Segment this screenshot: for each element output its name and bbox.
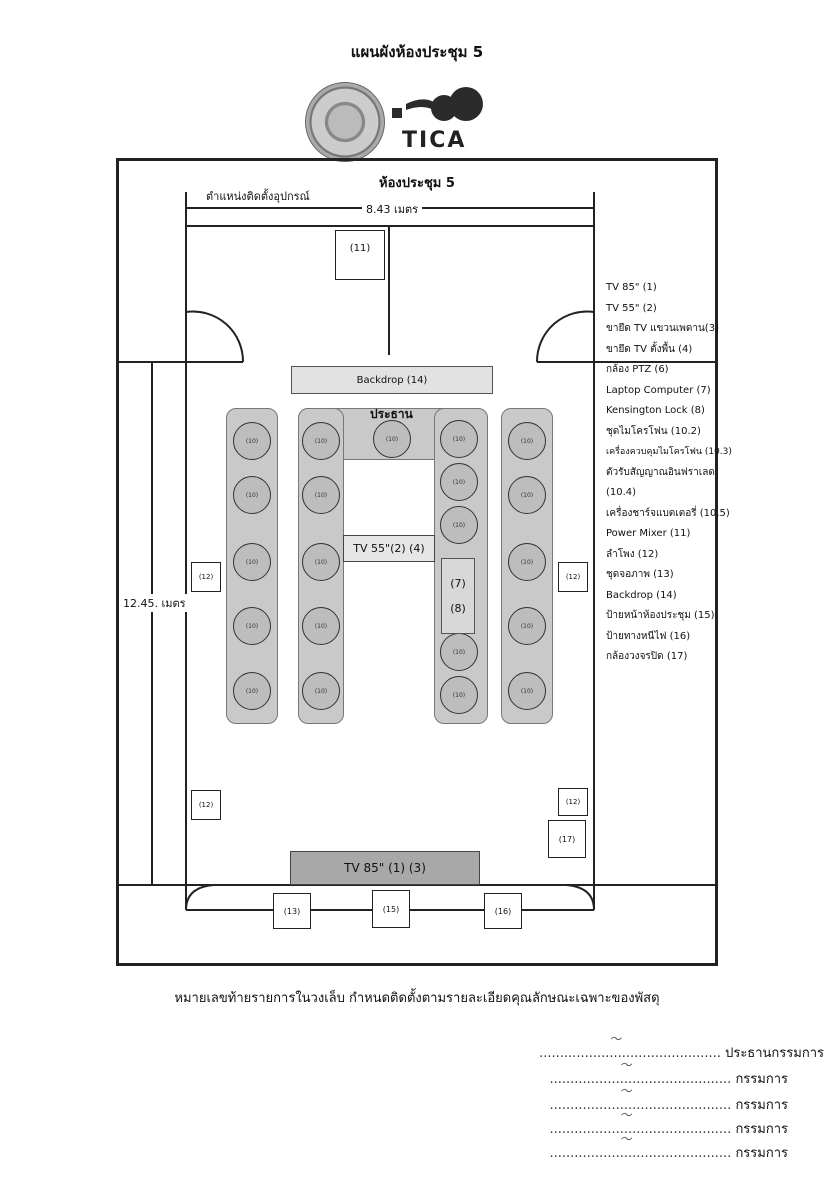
laptop-station: (7) (8) [441, 558, 475, 634]
signature-line: ～ ......................................… [549, 1084, 788, 1113]
handwritten-signature: ～ [609, 1032, 622, 1046]
signature-role: กรรมการ [735, 1072, 788, 1087]
legend: TV 85" (1) TV 55" (2) ขายึด TV แขวนเพดาน… [606, 278, 732, 668]
signature-role: กรรมการ [735, 1146, 788, 1161]
seat: (10) [302, 543, 340, 581]
seat: (10) [440, 463, 478, 501]
legend-item: กล้องวงจรปิด (17) [606, 651, 688, 662]
kensington-lock-label: (8) [450, 602, 466, 615]
speaker-box: (12) [558, 788, 588, 816]
seat: (10) [233, 476, 271, 514]
legend-item: ป้ายหน้าห้องประชุม (15) [606, 610, 715, 621]
legend-item: เครื่องชาร์จแบตเตอรี่ (10.5) [606, 507, 730, 519]
display-set-box: (13) [273, 893, 311, 929]
tica-logo-mark [392, 87, 483, 121]
cctv-box: (17) [548, 820, 586, 858]
seat: (10) [302, 476, 340, 514]
height-dimension-label: 12.45. เมตร [119, 594, 190, 612]
speaker-box: (12) [191, 562, 221, 592]
signature-role: กรรมการ [735, 1122, 788, 1137]
legend-item: Power Mixer (11) [606, 528, 691, 539]
legend-item: ลำโพง (12) [606, 548, 659, 560]
seat: (10) [440, 506, 478, 544]
power-mixer-box: (11) [335, 230, 385, 280]
signature-role: กรรมการ [735, 1098, 788, 1113]
speaker-box: (12) [558, 562, 588, 592]
legend-item: Backdrop (14) [606, 589, 677, 601]
width-dimension-label: 8.43 เมตร [362, 200, 423, 218]
room-sign-box: (15) [372, 890, 410, 928]
seat: (10) [440, 633, 478, 671]
seat: (10) [508, 607, 546, 645]
signature-line: ～ ......................................… [549, 1132, 788, 1161]
seat: (10) [508, 476, 546, 514]
seat: (10) [440, 676, 478, 714]
legend-item: TV 55" (2) [606, 302, 657, 314]
seat: (10) [233, 422, 271, 460]
tv-85-box: TV 85" (1) (3) [290, 851, 480, 885]
seat: (10) [373, 420, 411, 458]
seat: (10) [302, 607, 340, 645]
speaker-box: (12) [191, 790, 221, 820]
legend-item: ป้ายทางหนีไฟ (16) [606, 630, 691, 642]
signature-line: ～ ......................................… [549, 1058, 788, 1087]
backdrop-bar: Backdrop (14) [291, 366, 493, 394]
handwritten-signature: ～ [619, 1084, 632, 1098]
legend-item: ขายึด TV ตั้งพื้น (4) [606, 343, 693, 355]
device-position-label: ตำแหน่งติดตั้งอุปกรณ์ [206, 190, 310, 203]
legend-item: กล้อง PTZ (6) [606, 364, 669, 375]
laptop-label: (7) [450, 577, 466, 590]
signature-role: ประธานกรรมการ [725, 1046, 824, 1061]
seat: (10) [233, 672, 271, 710]
legend-item: Kensington Lock (8) [606, 405, 705, 416]
signature-line: ～ ......................................… [549, 1108, 788, 1137]
legend-item: ตัวรับสัญญาณอินฟราเลด [606, 466, 715, 478]
fire-exit-sign-box: (16) [484, 893, 522, 929]
seat: (10) [508, 543, 546, 581]
handwritten-signature: ～ [619, 1058, 632, 1072]
legend-item: เครื่องควบคุมไมโครโฟน (10.3) [606, 447, 732, 457]
installation-note: หมายเลขท้ายรายการในวงเล็บ กำหนดติดตั้งตา… [174, 991, 660, 1006]
signature-line: ～ ......................................… [539, 1032, 824, 1061]
seat: (10) [233, 607, 271, 645]
tica-logo-text: TICA [402, 128, 467, 153]
tv-55-label-box: TV 55"(2) (4) [343, 535, 435, 562]
seat: (10) [440, 420, 478, 458]
handwritten-signature: ～ [619, 1108, 632, 1122]
seat: (10) [233, 543, 271, 581]
legend-item: Laptop Computer (7) [606, 384, 711, 396]
floor-plan-frame [116, 158, 718, 966]
handwritten-signature: ～ [619, 1132, 632, 1146]
seat: (10) [302, 422, 340, 460]
legend-item: (10.4) [606, 487, 637, 498]
seat: (10) [302, 672, 340, 710]
legend-item: ขายึด TV แขวนเพดาน(3) [606, 323, 719, 334]
table-opening [344, 460, 434, 724]
seat: (10) [508, 422, 546, 460]
page-title: แผนผังห้องประชุม 5 [350, 43, 484, 61]
chair-label: ประธาน [370, 407, 413, 421]
legend-item: ชุดไมโครโฟน (10.2) [606, 425, 701, 437]
room-name: ห้องประชุม 5 [379, 176, 455, 191]
legend-item: TV 85" (1) [606, 282, 657, 293]
seat: (10) [508, 672, 546, 710]
royal-seal-logo [305, 82, 385, 162]
legend-item: ชุดจอภาพ (13) [606, 569, 674, 580]
